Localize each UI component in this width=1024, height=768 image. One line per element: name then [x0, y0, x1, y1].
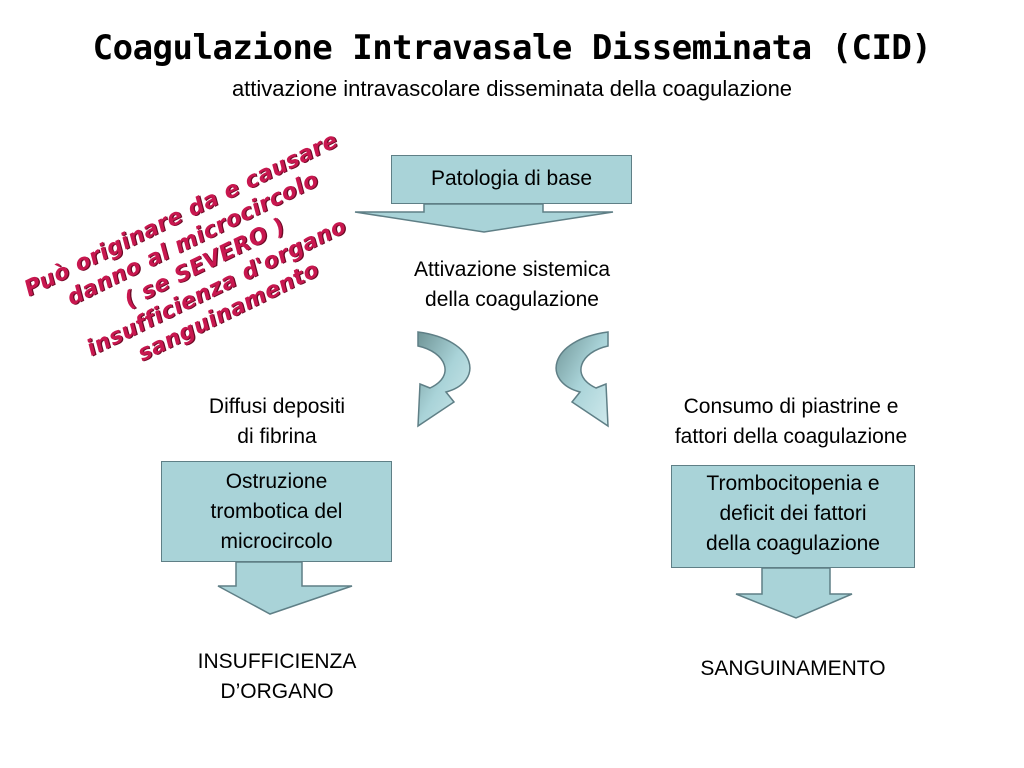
fibrin-deposits-line-2: di fibrina	[237, 425, 317, 448]
slide-title: Coagulazione Intravasale Disseminata (CI…	[92, 28, 932, 68]
organ-failure-line-1: INSUFFICIENZA	[197, 650, 357, 673]
slide-subtitle: attivazione intravascolare disseminata d…	[231, 76, 793, 101]
systemic-activation-label: Attivazione sistemica della coagulazione	[352, 255, 672, 315]
box-thrombocytopenia: Trombocitopenia e deficit dei fattori de…	[671, 465, 915, 568]
down-arrow-top	[354, 203, 614, 233]
box-thrombotic-line-2: trombotica del	[210, 500, 343, 523]
organ-failure-outcome: INSUFFICIENZA D’ORGANO	[145, 647, 409, 707]
box-thrombotic-line-1: Ostruzione	[225, 470, 328, 493]
box-underlying-disease-text: Patologia di base	[430, 167, 593, 190]
curved-arrow-left	[417, 331, 471, 428]
box-underlying-disease: Patologia di base	[391, 155, 632, 204]
box-thrombotic-line-3: microcircolo	[220, 530, 333, 553]
consumption-line-1: Consumo di piastrine e	[683, 395, 899, 418]
box-thrombocytopenia-line-2: deficit dei fattori	[719, 502, 867, 525]
consumption-line-2: fattori della coagulazione	[674, 425, 908, 448]
bleeding-outcome: SANGUINAMENTO	[700, 657, 886, 680]
down-arrow-right	[735, 567, 853, 619]
box-thrombotic-obstruction: Ostruzione trombotica del microcircolo	[161, 461, 392, 562]
consumption-label: Consumo di piastrine e fattori della coa…	[626, 392, 956, 452]
curved-arrow-right	[555, 331, 609, 428]
box-thrombocytopenia-line-1: Trombocitopenia e	[706, 472, 880, 495]
box-thrombocytopenia-line-3: della coagulazione	[706, 532, 880, 555]
systemic-activation-line-2: della coagulazione	[425, 288, 599, 311]
fibrin-deposits-line-1: Diffusi depositi	[208, 395, 346, 418]
systemic-activation-line-1: Attivazione sistemica	[413, 258, 611, 281]
organ-failure-line-2: D’ORGANO	[220, 680, 334, 703]
down-arrow-left	[217, 561, 353, 615]
fibrin-deposits-label: Diffusi depositi di fibrina	[150, 392, 404, 452]
